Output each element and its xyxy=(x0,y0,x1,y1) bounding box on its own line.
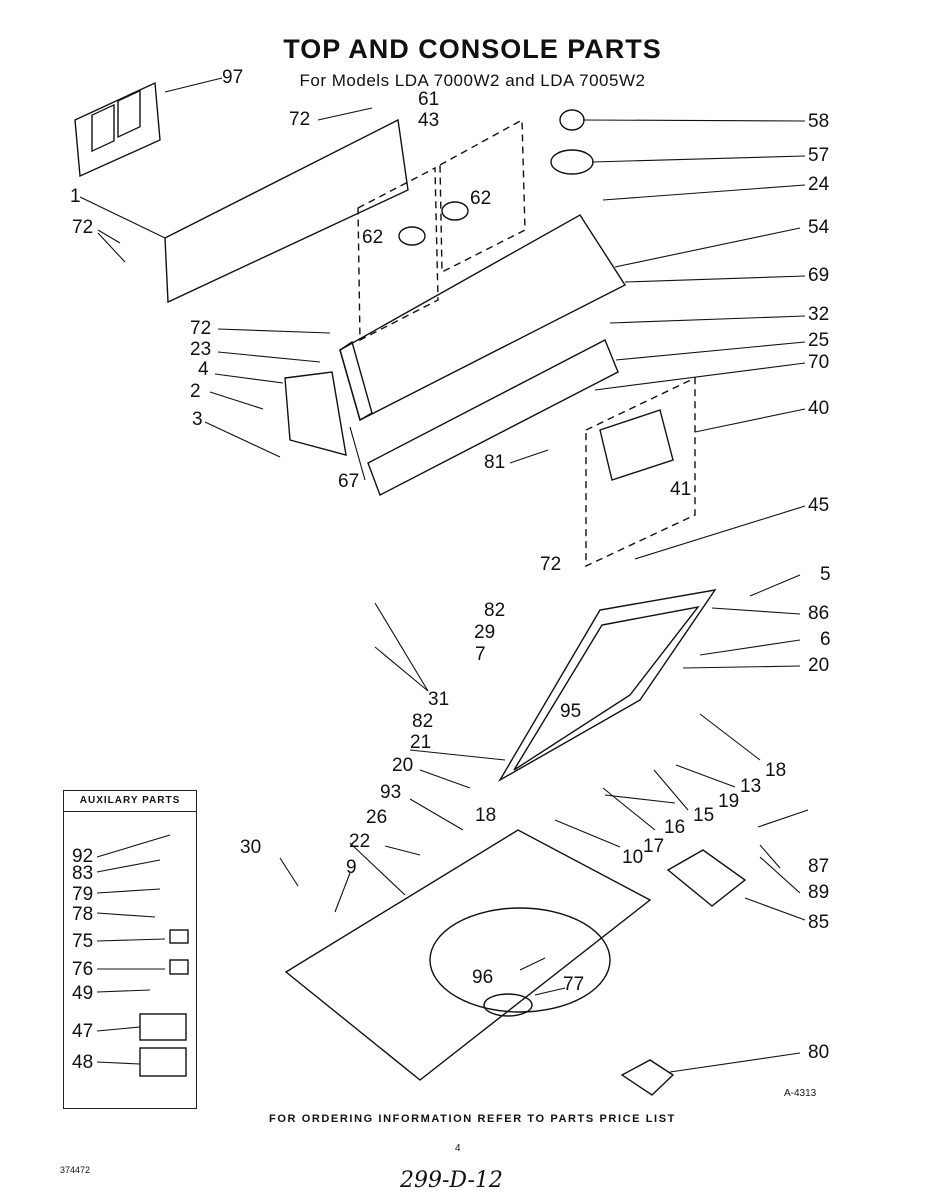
aux-label-47: 47 xyxy=(72,1021,94,1042)
page-subtitle: For Models LDA 7000W2 and LDA 7005W2 xyxy=(299,71,646,90)
label-67: 67 xyxy=(338,471,360,492)
label-29: 29 xyxy=(474,622,496,643)
label-18a: 18 xyxy=(765,760,787,781)
part-57-skirt xyxy=(550,149,594,175)
label-82b: 82 xyxy=(412,711,434,732)
part-25-bracket xyxy=(367,339,619,496)
part-80-cap xyxy=(620,1059,675,1096)
label-17: 17 xyxy=(643,836,665,857)
part-58-knob xyxy=(559,109,585,131)
label-26: 26 xyxy=(366,807,388,828)
aux-label-75: 75 xyxy=(72,931,94,952)
label-21: 21 xyxy=(410,732,432,753)
label-95: 95 xyxy=(560,701,582,722)
label-30: 30 xyxy=(240,837,262,858)
label-18b: 18 xyxy=(475,805,497,826)
label-77: 77 xyxy=(563,974,585,995)
label-85: 85 xyxy=(808,912,830,933)
label-54: 54 xyxy=(808,217,830,238)
part-97-bracket xyxy=(74,81,161,178)
label-9: 9 xyxy=(346,857,357,878)
label-31: 31 xyxy=(428,689,450,710)
part-4-end-cap xyxy=(284,371,347,456)
footer-note: FOR ORDERING INFORMATION REFER TO PARTS … xyxy=(269,1113,676,1125)
label-15: 15 xyxy=(693,805,715,826)
page-title: TOP AND CONSOLE PARTS xyxy=(283,34,662,64)
aux-label-79: 79 xyxy=(72,884,94,905)
part-62-knob-left xyxy=(398,226,426,246)
label-40: 40 xyxy=(808,398,830,419)
label-13: 13 xyxy=(740,776,762,797)
aux-label-92: 92 xyxy=(72,846,94,867)
label-41: 41 xyxy=(670,479,692,500)
auxiliary-parts-box: AUXILARY PARTS xyxy=(63,790,197,1109)
aux-label-48: 48 xyxy=(72,1052,94,1073)
label-57: 57 xyxy=(808,145,830,166)
label-25: 25 xyxy=(808,330,830,351)
label-20b: 20 xyxy=(392,755,414,776)
label-97: 97 xyxy=(222,67,244,88)
document-number: 374472 xyxy=(60,1165,91,1175)
label-4: 4 xyxy=(198,359,209,380)
label-5: 5 xyxy=(820,564,831,585)
drawing-code: A-4313 xyxy=(784,1088,817,1099)
label-62a: 62 xyxy=(470,188,492,209)
label-62b: 62 xyxy=(362,227,384,248)
label-86: 86 xyxy=(808,603,830,624)
part-85-housing xyxy=(666,849,747,907)
label-24: 24 xyxy=(808,174,830,195)
label-93: 93 xyxy=(380,782,402,803)
label-22: 22 xyxy=(349,831,371,852)
part-62-knob-right xyxy=(441,201,469,221)
label-87: 87 xyxy=(808,856,830,877)
label-2: 2 xyxy=(190,381,201,402)
part-40-switch xyxy=(599,409,674,481)
part-22-cabinet-top xyxy=(284,829,652,1081)
label-81: 81 xyxy=(484,452,506,473)
label-1: 1 xyxy=(70,186,81,207)
label-69: 69 xyxy=(808,265,830,286)
aux-label-83: 83 xyxy=(72,863,94,884)
label-7: 7 xyxy=(475,644,486,665)
label-32: 32 xyxy=(808,304,830,325)
label-72d: 72 xyxy=(540,554,562,575)
label-20a: 20 xyxy=(808,655,830,676)
aux-label-49: 49 xyxy=(72,983,94,1004)
label-58: 58 xyxy=(808,111,830,132)
handwritten-note: 299-D-12 xyxy=(400,1168,503,1193)
label-43: 43 xyxy=(418,110,440,131)
label-82a: 82 xyxy=(484,600,506,621)
label-72c: 72 xyxy=(190,318,212,339)
label-72: 72 xyxy=(289,109,311,130)
label-89: 89 xyxy=(808,882,830,903)
label-72b: 72 xyxy=(72,217,94,238)
label-45: 45 xyxy=(808,495,830,516)
label-96: 96 xyxy=(472,967,494,988)
aux-label-76: 76 xyxy=(72,959,94,980)
part-21-lid xyxy=(498,589,717,782)
label-3: 3 xyxy=(192,409,203,430)
label-61: 61 xyxy=(418,89,440,110)
label-16: 16 xyxy=(664,817,686,838)
label-19: 19 xyxy=(718,791,740,812)
label-23: 23 xyxy=(190,339,212,360)
part-1-back-panel xyxy=(164,118,409,304)
aux-label-78: 78 xyxy=(72,904,94,925)
label-6: 6 xyxy=(820,629,831,650)
label-70: 70 xyxy=(808,352,830,373)
label-80: 80 xyxy=(808,1042,830,1063)
label-10: 10 xyxy=(622,847,644,868)
page-number: 4 xyxy=(455,1143,461,1154)
auxiliary-parts-title: AUXILARY PARTS xyxy=(64,791,196,812)
